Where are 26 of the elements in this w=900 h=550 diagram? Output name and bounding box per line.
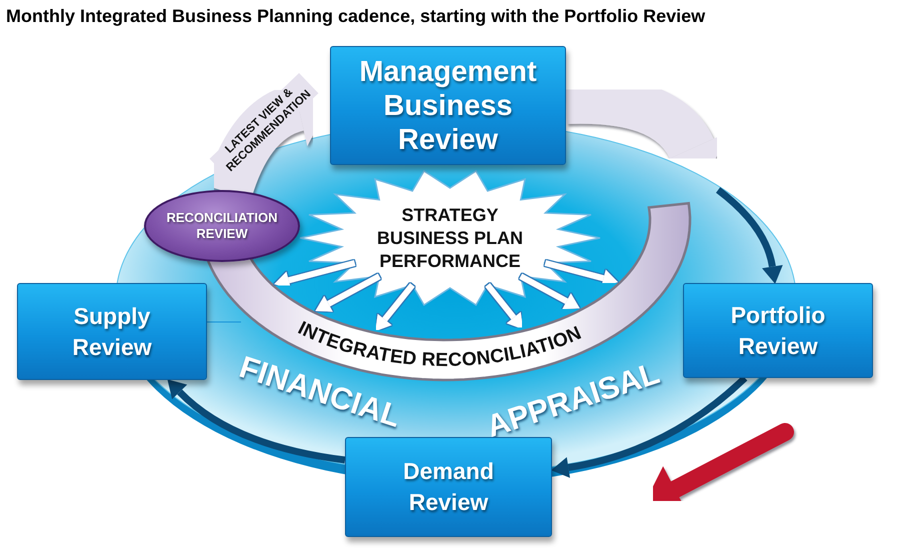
- process-box: [345, 437, 552, 537]
- starburst-label: PERFORMANCE: [379, 250, 520, 272]
- box-label: Management Business Review: [358, 54, 538, 156]
- box-label: Portfolio Review: [730, 300, 826, 360]
- curved-arrow: [551, 375, 748, 478]
- process-box: [17, 283, 207, 380]
- arrow: [485, 283, 524, 330]
- oval-label: RECONCILIATION REVIEW: [166, 210, 278, 242]
- block-arrow: [427, 377, 469, 437]
- arrow: [315, 274, 381, 312]
- curved-arrow: [166, 380, 346, 464]
- title: Monthly Integrated Business Planning cadence, starting with the Portfolio Review: [6, 5, 706, 27]
- block-arrow: [635, 304, 683, 346]
- starburst-label: STRATEGY: [402, 204, 498, 226]
- block-arrow: [566, 76, 727, 179]
- arrow: [375, 283, 415, 332]
- arrow: [544, 260, 618, 287]
- process-box: [683, 283, 873, 378]
- starburst-label: BUSINESS PLAN: [376, 226, 524, 250]
- arrow: [274, 260, 356, 289]
- box-label: Demand Review: [402, 457, 495, 517]
- curved-arrow: [716, 187, 783, 284]
- process-box: [330, 46, 566, 165]
- box-label: Supply Review: [71, 302, 153, 362]
- block-arrow: [206, 301, 255, 343]
- arrow: [519, 274, 580, 310]
